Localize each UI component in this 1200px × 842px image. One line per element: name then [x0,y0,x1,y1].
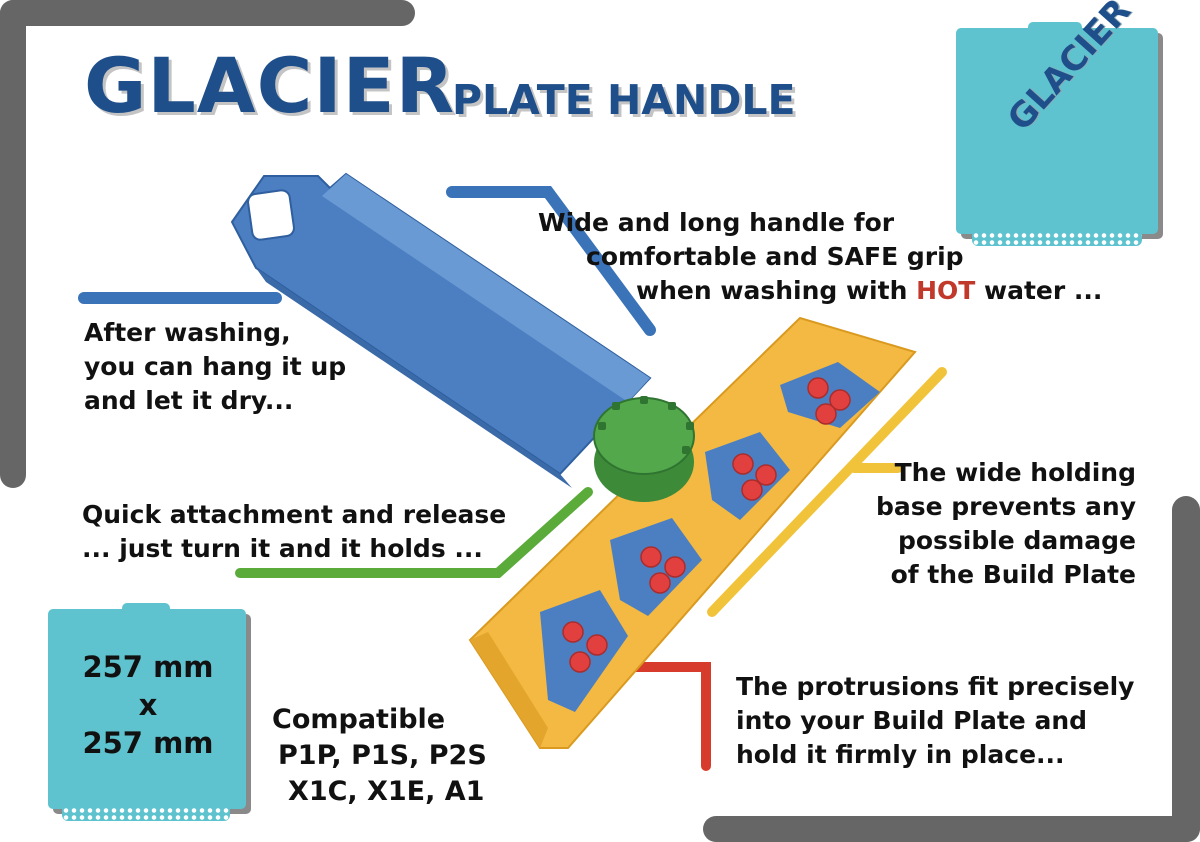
note-hang-line-1: After washing, [84,318,291,347]
compatible-models-1: P1P, P1S, P2S [278,740,487,771]
note-attach: Quick attachment and release ... just tu… [82,498,506,566]
note-protrusions-line-2: into your Build Plate and [736,706,1088,735]
pocket-4 [780,362,880,428]
note-base: The wide holding base prevents any possi… [876,456,1136,592]
plate-size-height: 257 mm [82,726,214,760]
protrusions [562,377,851,673]
note-handle-line-2: comfortable and SAFE grip [586,242,964,271]
note-handle-line-3: when washing with HOT water ... [538,274,1102,308]
note-protrusions: The protrusions fit precisely into your … [736,670,1134,772]
note-hang: After washing, you can hang it up and le… [84,316,346,418]
plate-size-holes [62,807,230,821]
compatible-models-2: X1C, X1E, A1 [288,776,485,807]
note-attach-line-1: Quick attachment and release [82,500,507,529]
note-handle-line-1: Wide and long handle for [538,208,895,237]
note-base-line-4: of the Build Plate [890,560,1136,589]
frame-bottom-right-vertical [1172,496,1200,842]
note-protrusions-line-3: hold it firmly in place... [736,740,1065,769]
plate-size-body [48,609,246,809]
frame-bottom-right-horizontal [703,816,1200,842]
note-handle: Wide and long handle for comfortable and… [538,206,1102,308]
plate-size-width: 257 mm [82,650,214,684]
pocket-1 [540,590,628,712]
callout-line-attach [235,487,593,578]
plate-size-tab [122,603,170,610]
plate-body [956,28,1158,234]
plate-holes [972,232,1142,246]
note-hang-line-2: you can hang it up [84,352,347,381]
plate-tab [1028,22,1082,30]
note-attach-line-2: ... just turn it and it holds ... [82,534,483,563]
pocket-3 [705,432,790,520]
callout-line-handle [446,186,656,336]
callout-line-protrusions [609,662,711,771]
knob-icon [593,396,695,502]
page-subtitle: PLATE HANDLE [452,76,796,124]
note-handle-line-3b: water ... [975,276,1103,305]
note-hang-line-3: and let it dry... [84,386,294,415]
plate-size-separator: x [138,688,158,722]
frame-top-left-vertical [0,0,26,488]
note-protrusions-line-1: The protrusions fit precisely [736,672,1135,701]
note-base-line-3: possible damage [897,526,1136,555]
frame-top-left-horizontal [0,0,415,26]
compatible-label: Compatible [272,704,446,735]
pocket-2 [610,518,702,616]
compatible-section: Compatible P1P, P1S, P2S X1C, X1E, A1 [272,702,487,810]
note-base-line-2: base prevents any [875,492,1136,521]
note-base-line-1: The wide holding [894,458,1136,487]
page-title: GLACIER [84,41,456,130]
note-handle-hot: HOT [916,276,976,305]
callout-line-base [707,367,947,617]
note-handle-line-3a: when washing with [636,276,917,305]
handle-render-icon [230,172,652,488]
base-render-icon [468,316,917,749]
